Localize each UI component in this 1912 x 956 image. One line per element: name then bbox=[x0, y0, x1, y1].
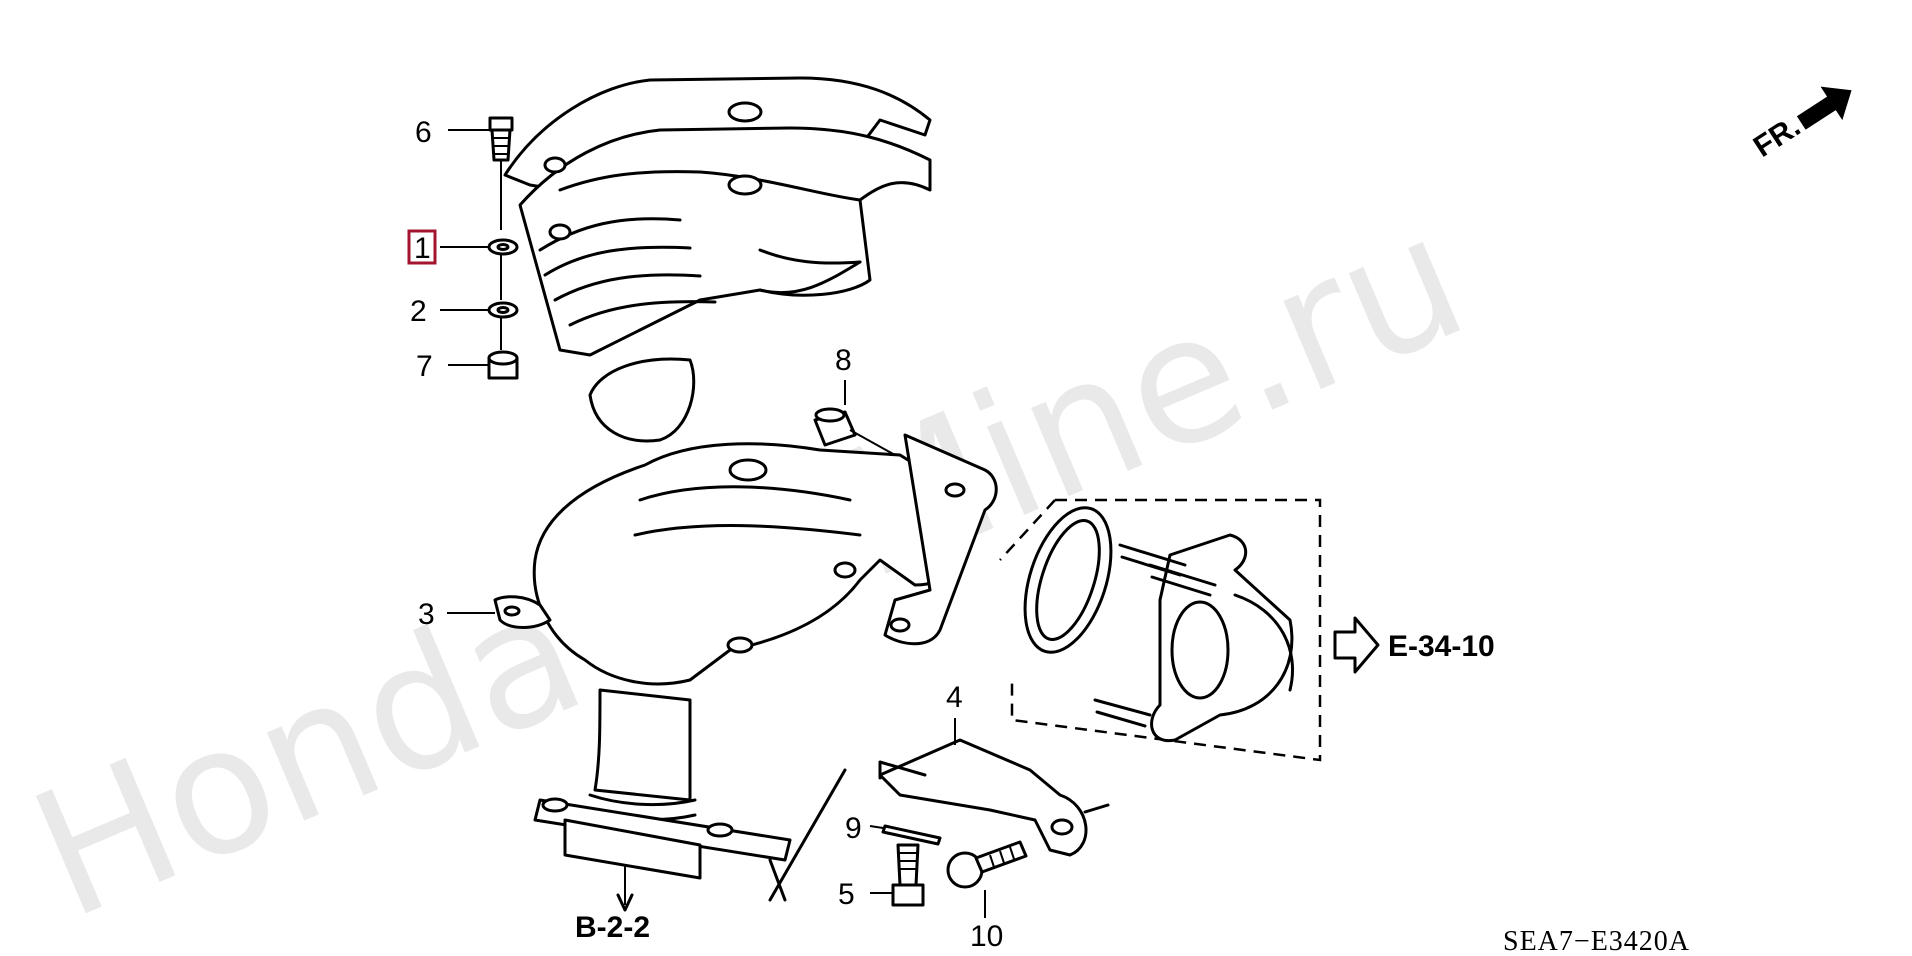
callout-7: 7 bbox=[416, 350, 433, 383]
callout-3: 3 bbox=[418, 598, 435, 631]
exhaust-joint-group bbox=[999, 498, 1322, 762]
shim-9[interactable] bbox=[881, 824, 942, 846]
leader-lines bbox=[440, 129, 986, 918]
callout-10: 10 bbox=[970, 920, 1003, 953]
bracket[interactable] bbox=[768, 738, 1110, 902]
callout-9: 9 bbox=[845, 812, 862, 845]
callout-6: 6 bbox=[415, 116, 432, 149]
ref-arrow-e-34-10 bbox=[1333, 616, 1380, 674]
washer-2[interactable] bbox=[487, 301, 519, 319]
upper-heat-shield[interactable] bbox=[503, 76, 932, 443]
pipe-flange[interactable] bbox=[1093, 533, 1295, 743]
front-direction-label: FR. bbox=[1748, 110, 1807, 164]
callout-1[interactable]: 1 bbox=[414, 232, 431, 265]
callout-1-highlight bbox=[407, 229, 437, 265]
nut-7[interactable] bbox=[487, 350, 519, 380]
nut-8[interactable] bbox=[813, 407, 896, 456]
front-direction-indicator: FR. bbox=[1748, 86, 1852, 164]
ref-label-e-34-10[interactable]: E-34-10 bbox=[1388, 630, 1495, 663]
front-arrow-icon bbox=[1796, 86, 1852, 130]
callout-4: 4 bbox=[946, 681, 963, 714]
bolt-10[interactable] bbox=[946, 840, 1028, 889]
callout-2: 2 bbox=[410, 295, 427, 328]
catalytic-converter[interactable] bbox=[493, 433, 998, 880]
stud-bolts[interactable] bbox=[1093, 543, 1217, 728]
ref-label-b-2-2[interactable]: B-2-2 bbox=[575, 911, 650, 944]
callout-8: 8 bbox=[835, 344, 852, 377]
bolt-5[interactable] bbox=[891, 843, 925, 907]
callout-5: 5 bbox=[838, 878, 855, 911]
diagram-code: SEA7−E3420A bbox=[1503, 926, 1690, 956]
gasket-ring[interactable] bbox=[1009, 497, 1128, 663]
washer-1[interactable] bbox=[487, 238, 519, 256]
bolt-6[interactable] bbox=[488, 116, 514, 162]
